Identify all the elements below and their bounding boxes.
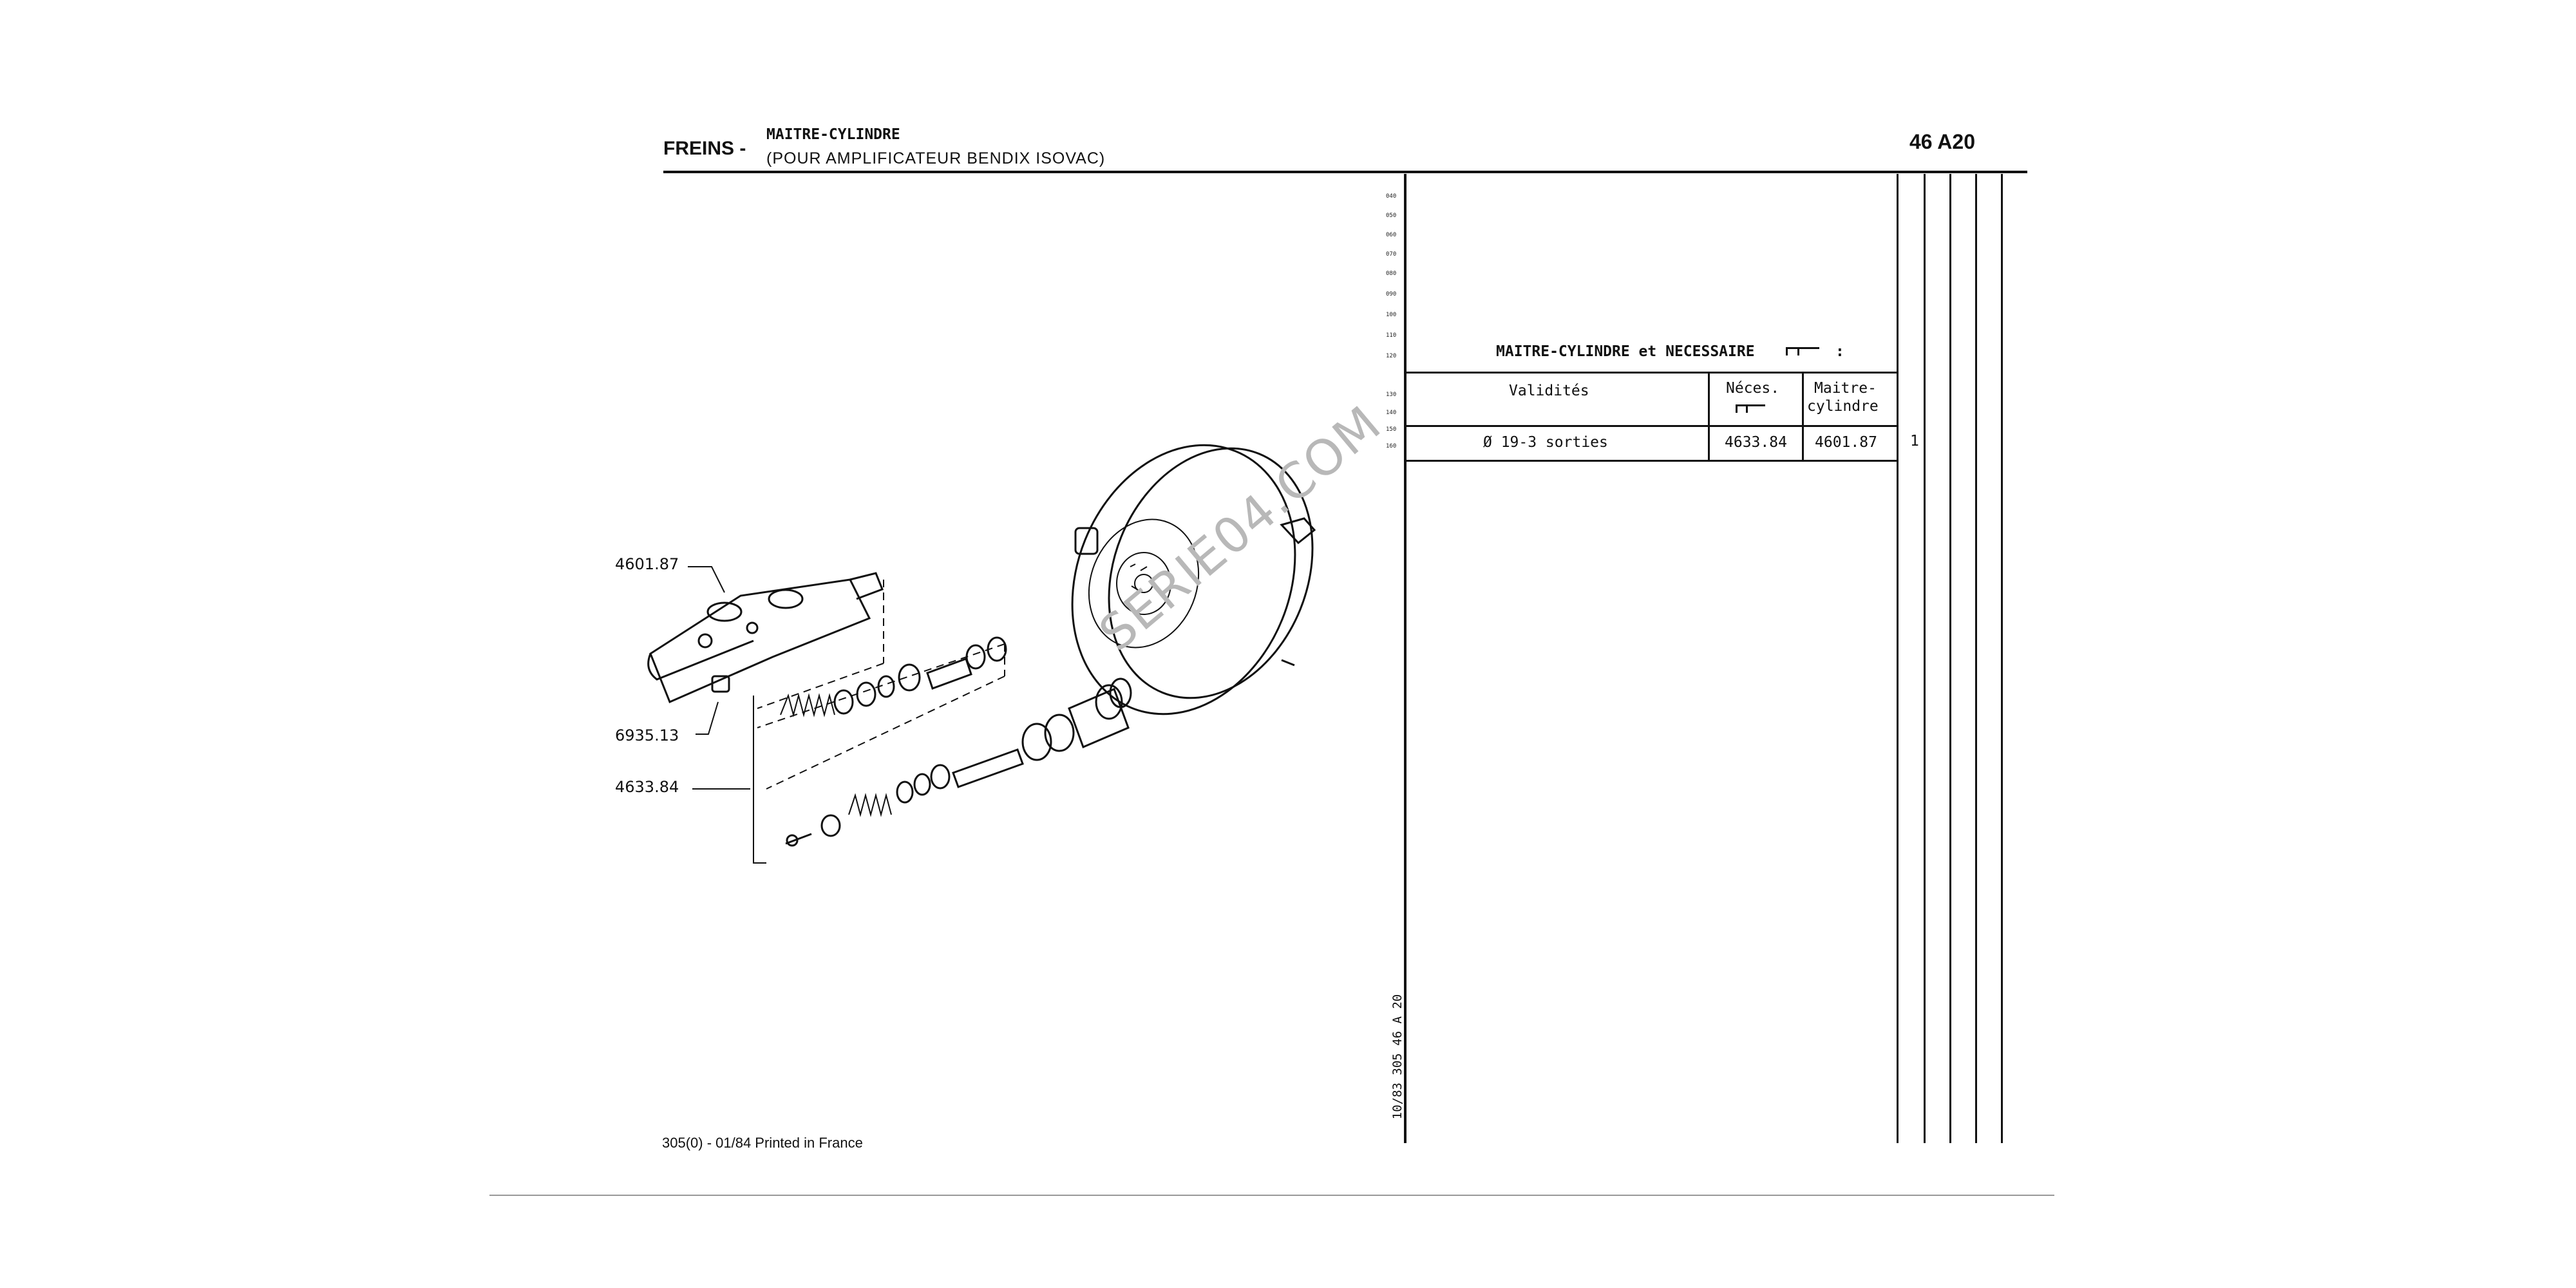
section-label: FREINS - [663, 138, 746, 159]
page-reference: 46 A20 [1909, 130, 1975, 153]
margin-tick: 110 [1386, 332, 1397, 339]
table-col-divider [1708, 372, 1710, 462]
margin-tick: 160 [1386, 443, 1397, 450]
column-header-neces: Néces. [1726, 380, 1780, 397]
column-header-maitre-line1: Maitre- [1814, 380, 1877, 397]
table-header-rule [1404, 425, 1899, 427]
table-bottom-rule [1404, 460, 1899, 462]
ruled-column [1924, 174, 1926, 1143]
table-heading: MAITRE-CYLINDRE et NECESSAIRE [1496, 343, 1755, 360]
margin-tick: 040 [1386, 193, 1397, 200]
kit-components-upper [780, 636, 1007, 717]
ruled-column [1949, 174, 1951, 1143]
kit-components-lower [785, 677, 1132, 847]
ruled-column [1897, 174, 1899, 1143]
column-header-validites: Validités [1509, 383, 1589, 399]
margin-tick: 140 [1386, 410, 1397, 416]
title-line-2: (POUR AMPLIFICATEUR BENDIX ISOVAC) [766, 149, 1106, 167]
table-col-divider [1802, 372, 1804, 462]
margin-tick: 100 [1386, 312, 1397, 318]
main-divider [1404, 174, 1406, 1143]
margin-tick: 050 [1386, 213, 1397, 219]
kit-symbol-icon [1736, 404, 1765, 413]
row-validite: Ø 19-3 sorties [1483, 434, 1608, 451]
page-edge-rule [489, 1195, 2054, 1196]
margin-tick: 080 [1386, 270, 1397, 277]
ruled-column [2001, 174, 2003, 1143]
column-header-maitre-line2: cylindre [1807, 398, 1879, 415]
margin-tick: 150 [1386, 426, 1397, 433]
ruled-column [1975, 174, 1977, 1143]
master-cylinder-drawing [647, 572, 884, 703]
callout-cap: 6935.13 [615, 726, 679, 744]
footer-print-note: 305(0) - 01/84 Printed in France [662, 1135, 863, 1151]
callout-kit: 4633.84 [615, 778, 679, 796]
brake-booster-drawing [1071, 444, 1316, 715]
row-neces: 4633.84 [1725, 434, 1787, 451]
margin-tick: 060 [1386, 232, 1397, 238]
margin-tick: 120 [1386, 353, 1397, 359]
kit-symbol-icon [1786, 347, 1819, 355]
margin-tick: 070 [1386, 251, 1397, 258]
row-maitre: 4601.87 [1815, 434, 1877, 451]
margin-tick: 130 [1386, 392, 1397, 398]
header-rule [663, 171, 2027, 173]
callout-master-cylinder: 4601.87 [615, 555, 679, 573]
table-top-rule [1404, 372, 1899, 374]
title-line-1: MAITRE-CYLINDRE [766, 126, 900, 143]
table-heading-suffix: : [1835, 343, 1844, 360]
margin-tick: 090 [1386, 291, 1397, 298]
row-quantity: 1 [1910, 433, 1919, 450]
